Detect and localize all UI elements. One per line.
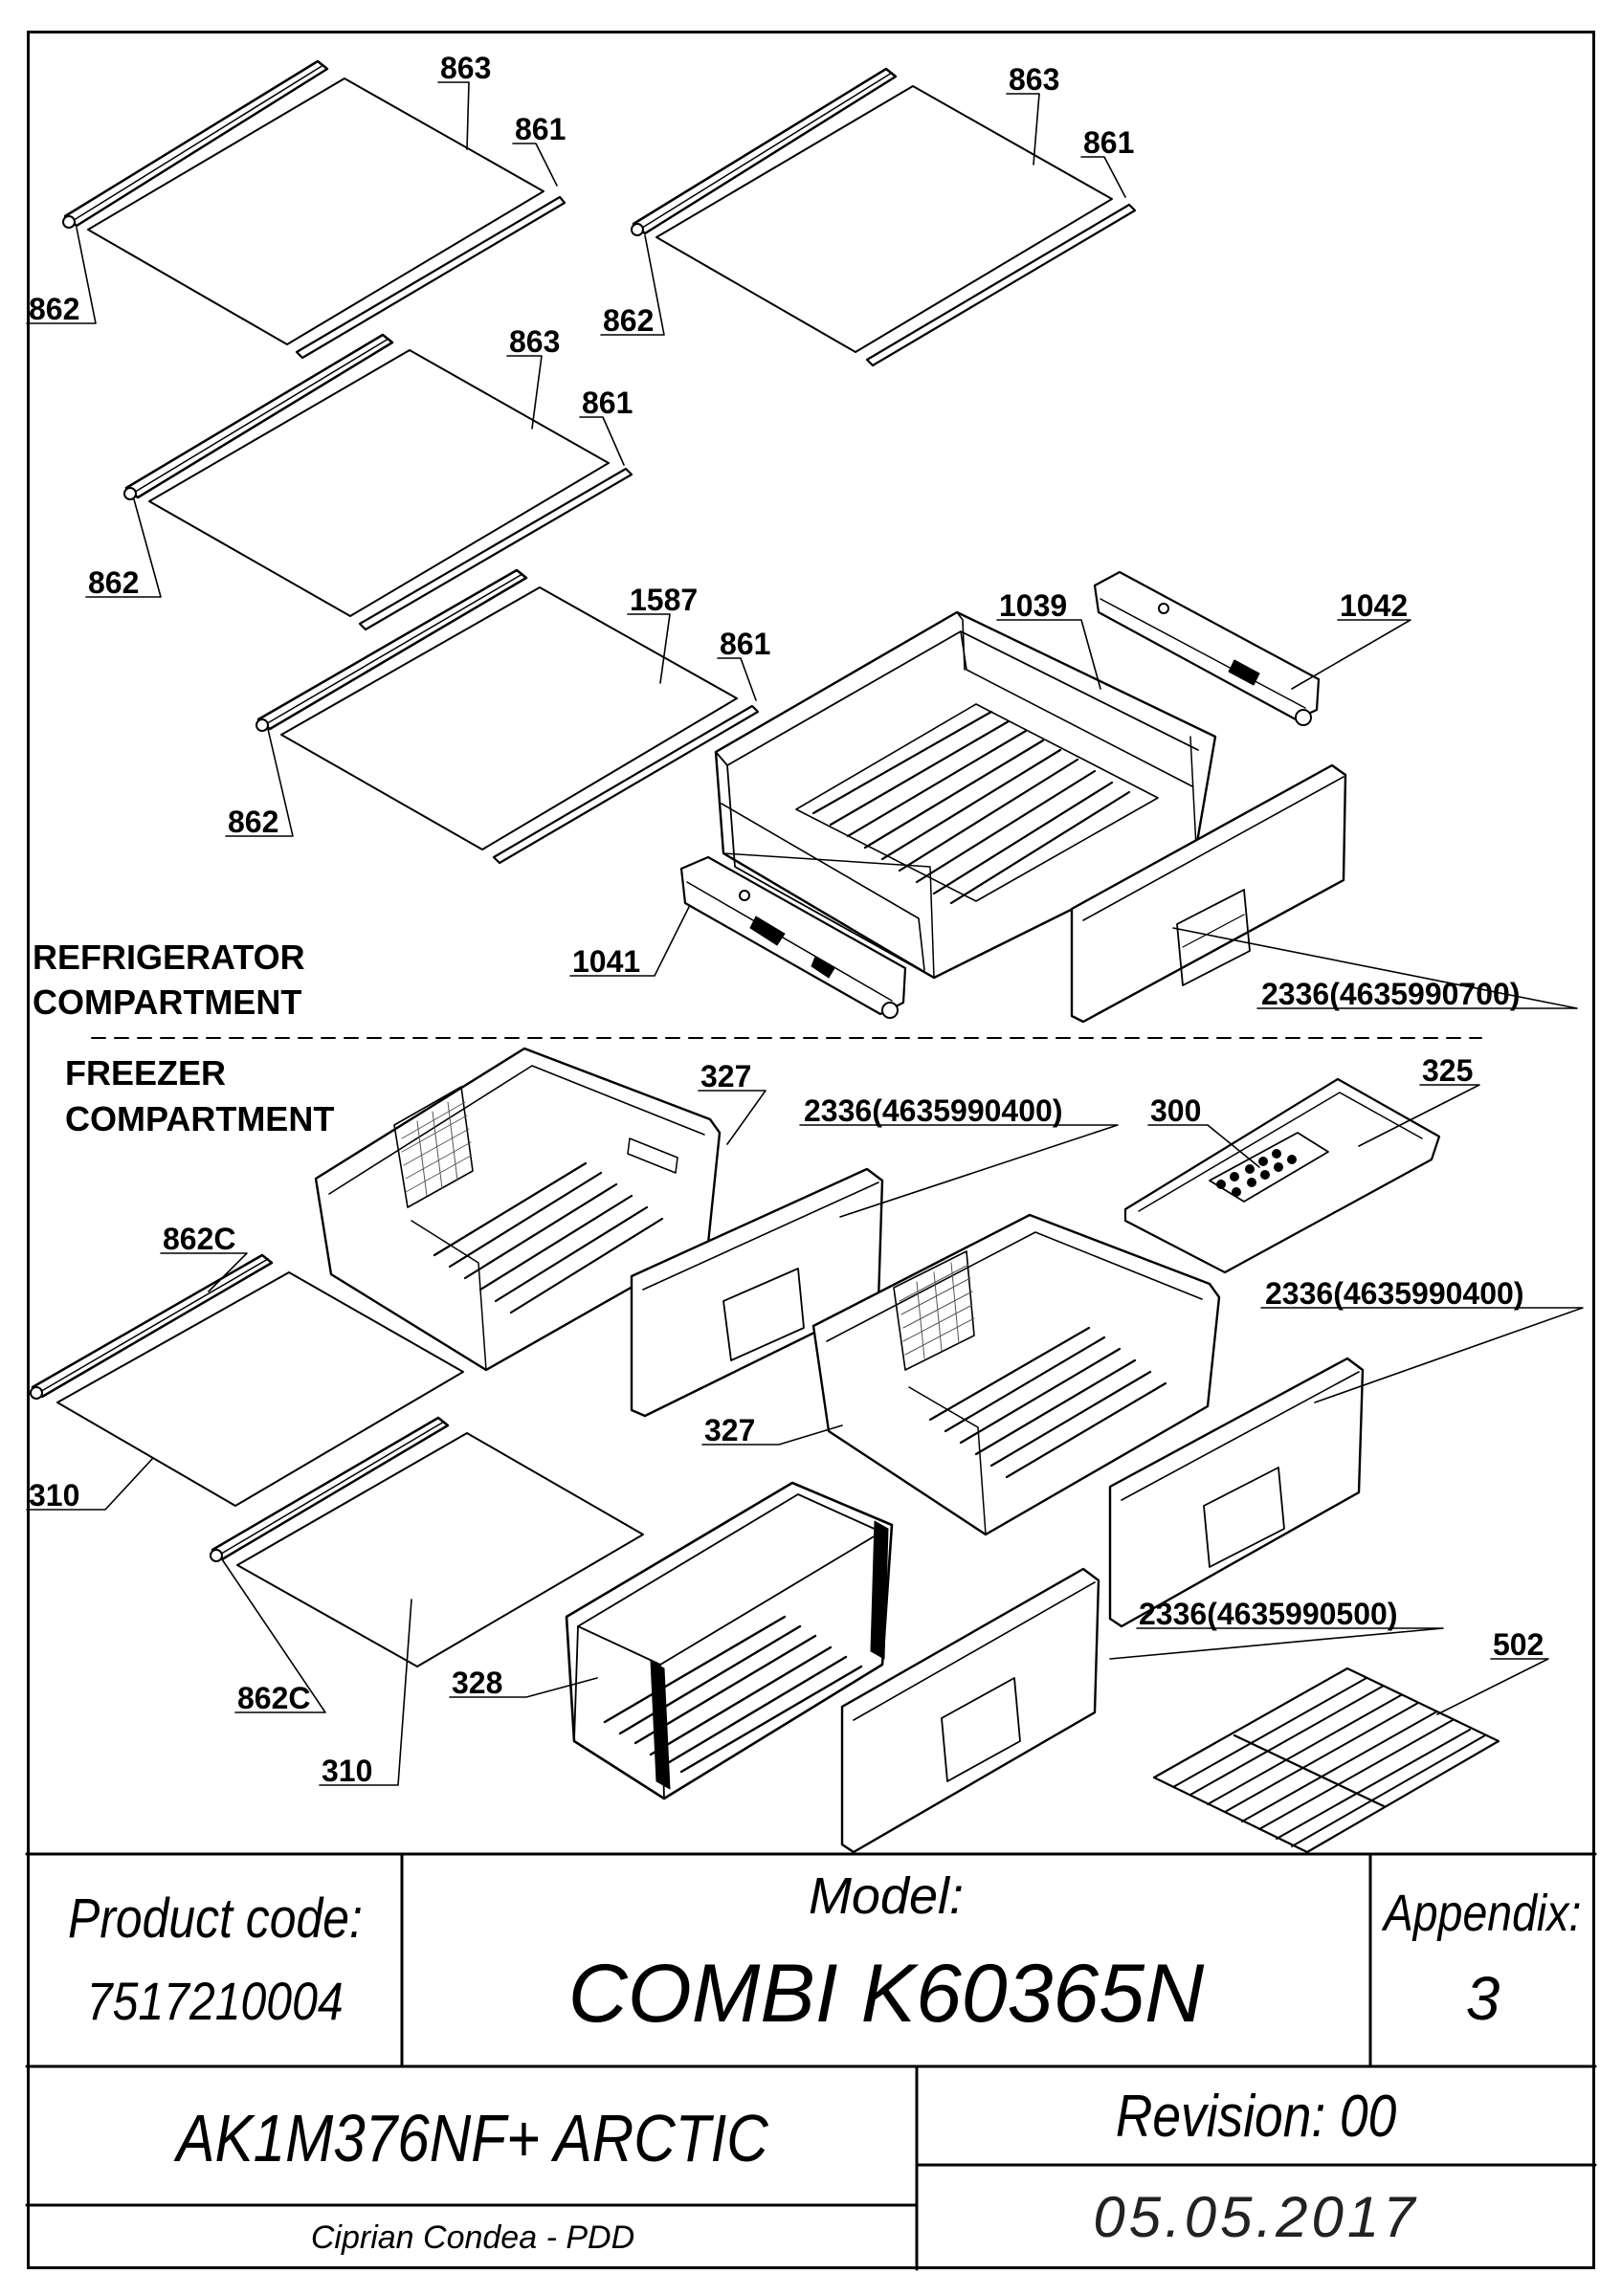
callout-3: 863 xyxy=(1009,62,1059,97)
drawer-rail-1042 xyxy=(1093,570,1321,726)
product-code-label: Product code: xyxy=(68,1887,363,1950)
callout-26: 328 xyxy=(452,1666,502,1700)
callout-27: 2336(4635990500) xyxy=(1139,1597,1397,1631)
drawer-front-2336-0700 xyxy=(1070,763,1347,1024)
refrigerator-title-1: REFRIGERATOR xyxy=(33,938,305,977)
callout-5: 862 xyxy=(603,303,654,338)
glass-shelf-863-b xyxy=(631,67,1137,367)
callout-23: 327 xyxy=(704,1413,755,1447)
revision: Revision: 00 xyxy=(1115,2083,1397,2150)
callout-22: 2336(4635990400) xyxy=(1265,1276,1523,1311)
refrigerator-title-2: COMPARTMENT xyxy=(33,982,301,1022)
drawing-frame xyxy=(27,31,1595,2269)
freezer-drawer-327-upper xyxy=(314,1047,722,1372)
ice-tray-325 xyxy=(1123,1077,1441,1274)
callout-28: 502 xyxy=(1493,1627,1544,1662)
callout-15: 2336(4635990700) xyxy=(1261,977,1520,1011)
callout-4: 861 xyxy=(1083,125,1134,160)
date: 05.05.2017 xyxy=(1093,2185,1419,2249)
callout-12: 1039 xyxy=(999,588,1067,623)
callout-0: 863 xyxy=(440,51,491,85)
callout-17: 2336(4635990400) xyxy=(804,1093,1062,1128)
appendix-label: Appendix: xyxy=(1384,1885,1582,1942)
freezer-basket-328 xyxy=(565,1481,894,1800)
crisper-drawer-1039 xyxy=(714,610,1217,980)
model-label: Model: xyxy=(808,1867,965,1925)
callout-18: 300 xyxy=(1150,1093,1201,1128)
callout-20: 862C xyxy=(163,1222,236,1256)
freezer-title-2: COMPARTMENT xyxy=(65,1099,334,1138)
callout-labels: 863 861 862 863 861 862 863 861 862 1587 861 862 103… xyxy=(29,51,1544,1788)
freezer-drawer-327-lower xyxy=(811,1213,1221,1536)
callout-2: 862 xyxy=(29,292,79,326)
author: Ciprian Condea - PDD xyxy=(310,2219,635,2256)
wire-shelf-502 xyxy=(1152,1667,1500,1854)
product-name: AK1M376NF+ ARCTIC xyxy=(176,2101,769,2175)
glass-shelf-863-c xyxy=(123,333,633,631)
freezer-title-1: FREEZER xyxy=(65,1053,226,1093)
callout-21: 310 xyxy=(29,1478,79,1512)
glass-shelf-310-a xyxy=(30,1253,464,1507)
callout-25: 310 xyxy=(322,1754,372,1788)
model-value: COMBI K60365N xyxy=(567,1947,1205,2040)
glass-shelf-310-b xyxy=(210,1416,644,1667)
appendix-value: 3 xyxy=(1465,1964,1500,2033)
callout-13: 1042 xyxy=(1340,588,1408,623)
callout-10: 861 xyxy=(720,627,770,661)
title-block-grid xyxy=(25,1852,1597,2271)
product-code-value: 7517210004 xyxy=(87,1970,344,2031)
callout-16: 327 xyxy=(700,1059,751,1093)
leader-lines xyxy=(26,81,1584,1786)
drawer-front-2336-0400-lower xyxy=(1108,1357,1365,1628)
drawer-rail-1041 xyxy=(679,855,907,1019)
callout-1: 861 xyxy=(515,112,566,146)
callout-11: 862 xyxy=(228,805,278,839)
callout-19: 325 xyxy=(1422,1053,1473,1088)
callout-7: 861 xyxy=(582,386,633,420)
callout-24: 862C xyxy=(237,1681,311,1715)
glass-shelf-1587 xyxy=(256,568,760,865)
callout-6: 863 xyxy=(509,324,560,359)
callout-8: 862 xyxy=(88,565,139,600)
drawer-front-2336-0500 xyxy=(840,1567,1100,1854)
glass-shelf-863-a xyxy=(62,59,567,360)
callout-14: 1041 xyxy=(572,944,640,979)
callout-9: 1587 xyxy=(630,583,698,617)
